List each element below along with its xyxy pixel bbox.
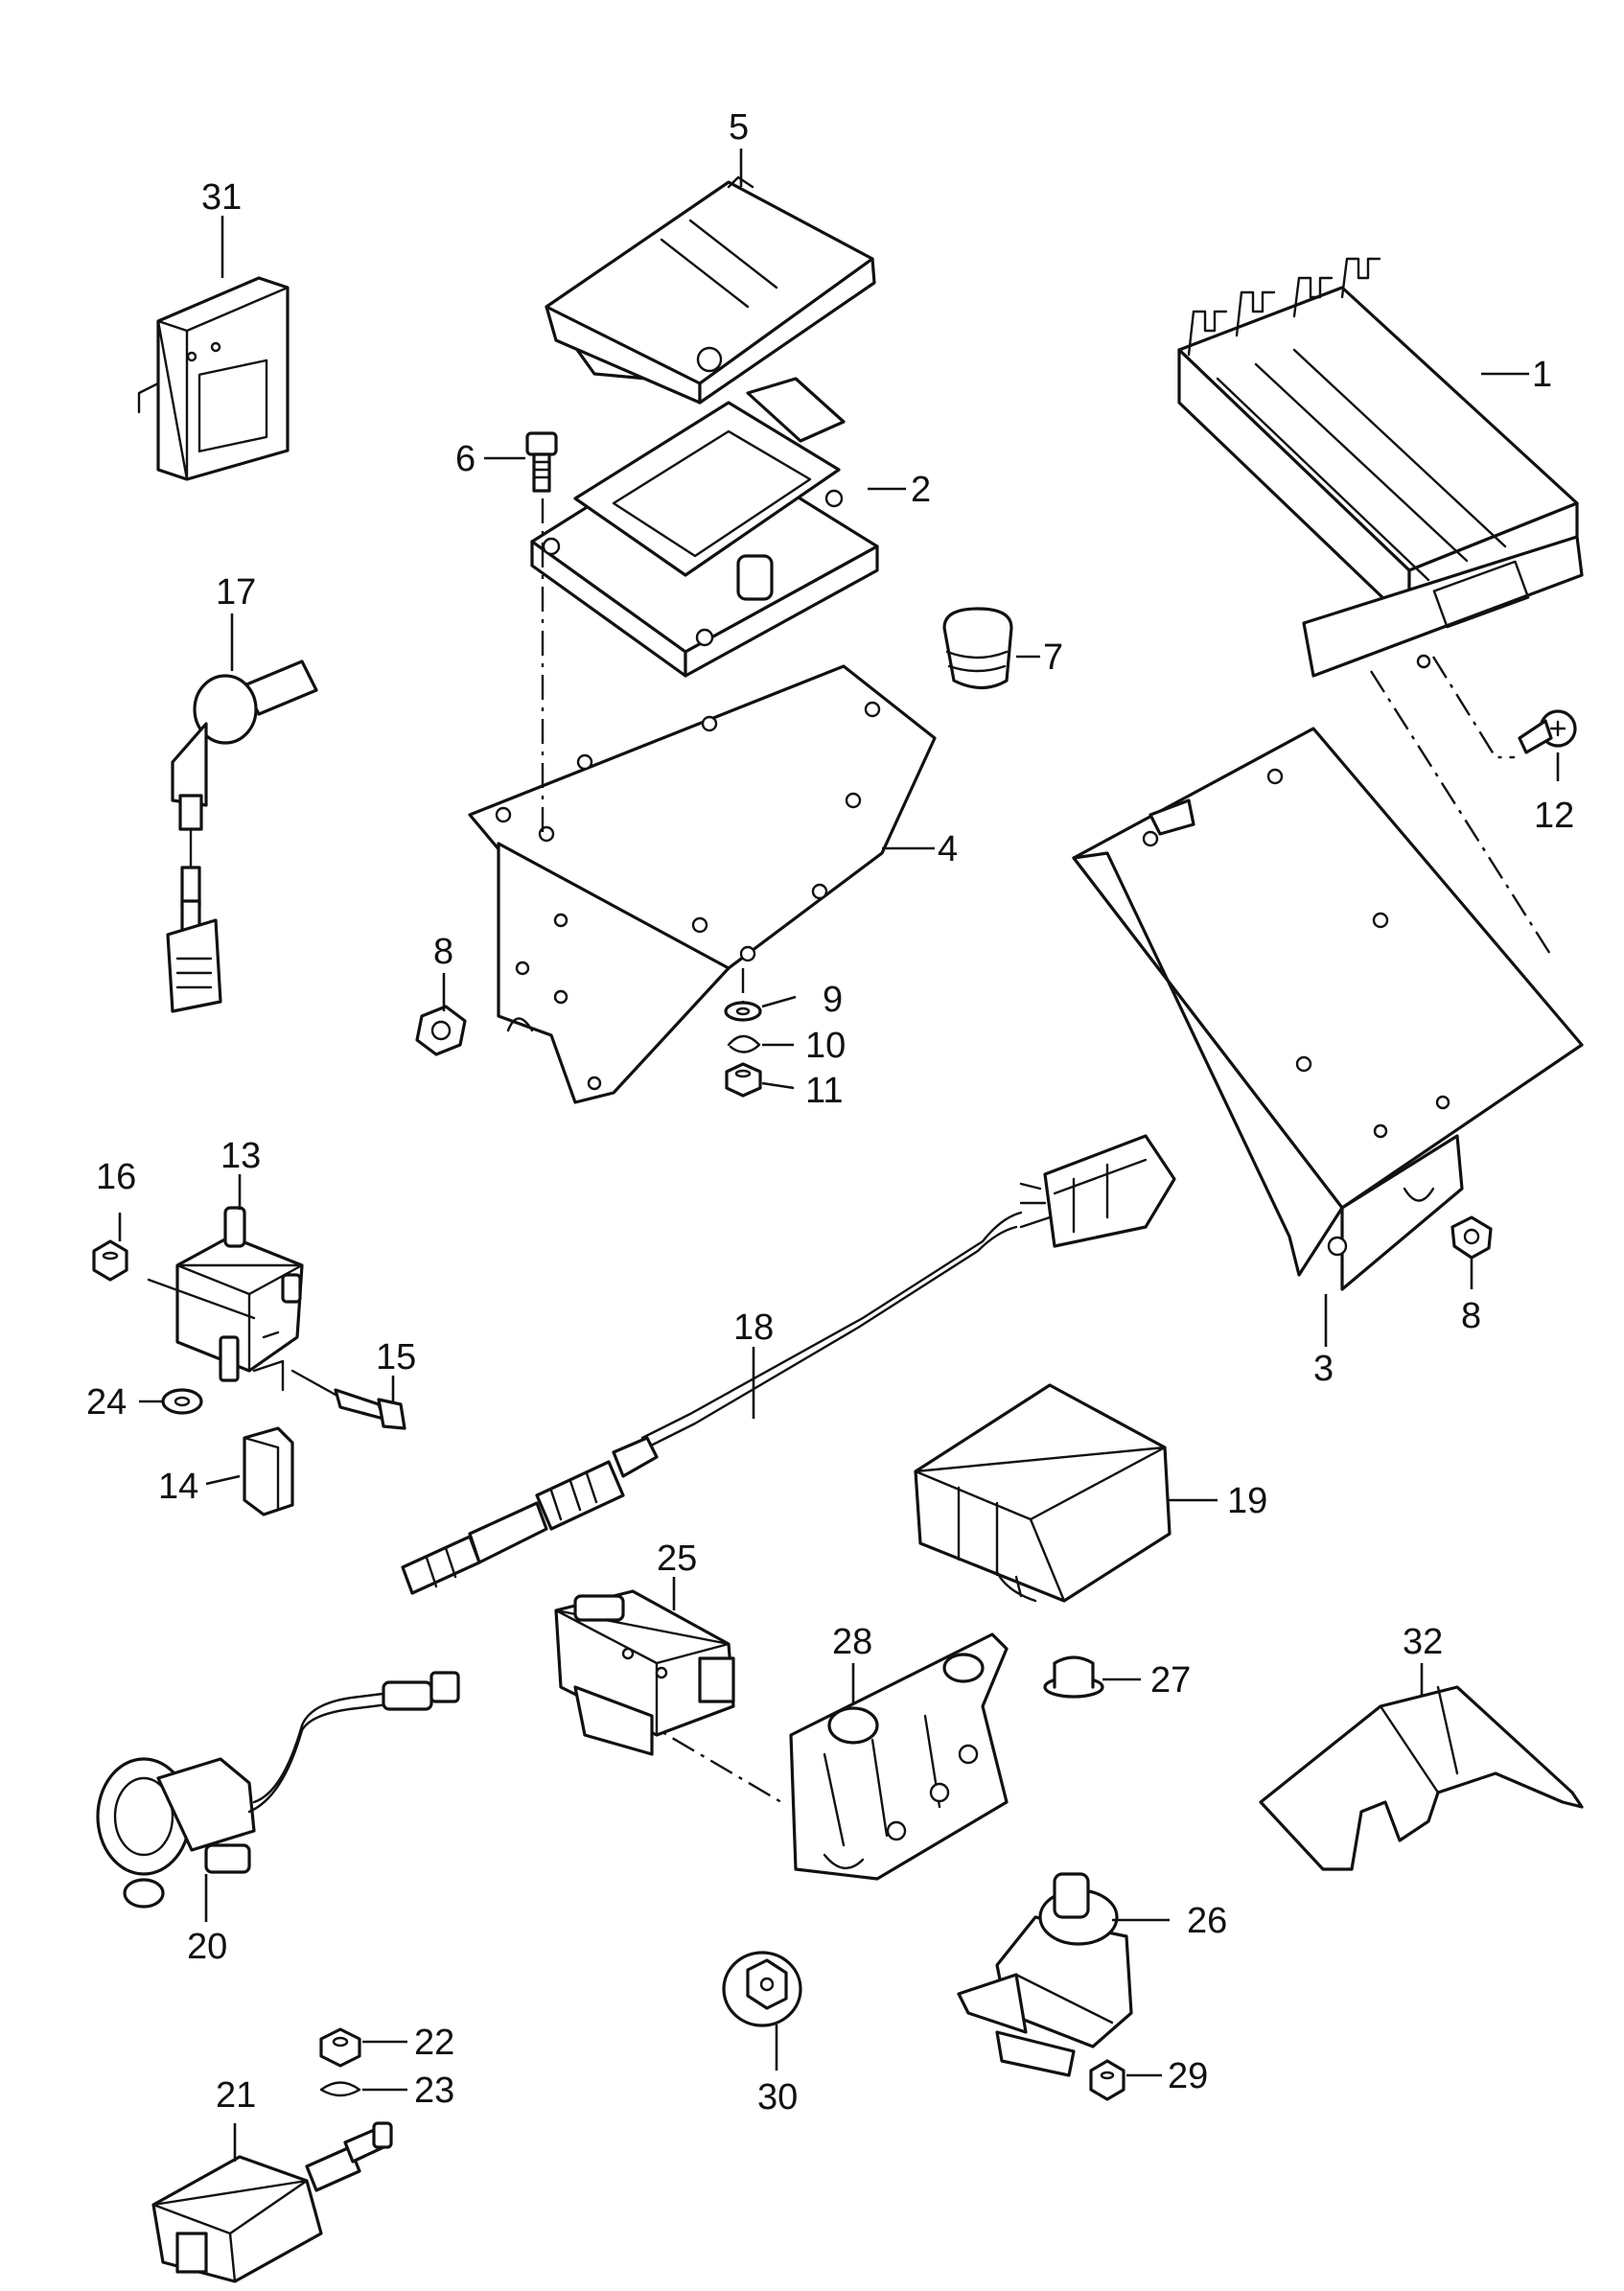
callout-labels: 1 2 3 4 5 6 7 8 8 9 10 11 12 13 14 15 16… (86, 107, 1574, 2117)
callout-24: 24 (86, 1382, 127, 1423)
callout-20: 20 (187, 1927, 227, 1967)
part-20-vacuum-unit (96, 1671, 460, 1909)
part-6-bolt (525, 431, 558, 493)
part-8-nut-left (415, 1005, 467, 1056)
callout-1: 1 (1532, 355, 1552, 395)
callout-10: 10 (805, 1026, 846, 1066)
callout-19: 19 (1227, 1481, 1267, 1521)
alignment-lines (541, 498, 1555, 1804)
callout-7: 7 (1043, 637, 1063, 678)
callout-16: 16 (96, 1157, 136, 1197)
part-15-bolt (290, 1369, 406, 1430)
callout-32: 32 (1403, 1622, 1443, 1662)
callout-27: 27 (1150, 1660, 1191, 1701)
callout-23: 23 (414, 2071, 454, 2111)
part-12-screw (1518, 709, 1577, 754)
part-30-flange-nut (722, 1951, 802, 2027)
part-8-nut-right (1450, 1215, 1493, 1260)
part-11-nut (725, 1062, 762, 1098)
part-31-module (137, 276, 290, 481)
part-21-switch (151, 2121, 393, 2283)
part-32-cover (1259, 1685, 1584, 1871)
part-19-relay-box (914, 1383, 1172, 1603)
callout-8-right: 8 (1461, 1296, 1481, 1336)
leader-lines (118, 149, 1560, 2162)
part-5-cover (545, 175, 876, 405)
part-17-sensor (166, 660, 318, 1013)
part-24-washer (161, 1388, 203, 1415)
callout-26: 26 (1187, 1901, 1227, 1941)
callout-29: 29 (1168, 2056, 1208, 2096)
callout-2: 2 (911, 470, 931, 510)
part-4-bracket (468, 664, 937, 1104)
callout-6: 6 (455, 439, 476, 479)
callout-18: 18 (733, 1307, 774, 1348)
callout-15: 15 (376, 1337, 416, 1377)
part-23-washer (319, 2081, 361, 2097)
part-3-bracket (1072, 727, 1584, 1291)
callout-11: 11 (805, 1071, 843, 1111)
part-22-nut (319, 2027, 361, 2068)
callout-25: 25 (657, 1539, 697, 1579)
callout-13: 13 (220, 1136, 261, 1176)
part-26-valve (957, 1872, 1133, 2077)
callout-30: 30 (757, 2077, 798, 2117)
callout-8-left: 8 (433, 932, 453, 972)
part-18-oxygen-sensor (401, 1134, 1176, 1595)
part-7-cap (942, 607, 1013, 690)
part-13-valve (147, 1206, 304, 1392)
part-29-nut (1089, 2059, 1125, 2101)
callout-22: 22 (414, 2023, 454, 2063)
part-27-grommet (1043, 1655, 1104, 1699)
part-2-housing (530, 377, 879, 678)
part-9-washer (724, 1001, 762, 1022)
callout-4: 4 (938, 829, 958, 869)
callout-28: 28 (832, 1622, 872, 1662)
callout-12: 12 (1534, 796, 1574, 836)
callout-21: 21 (216, 2075, 256, 2116)
callout-14: 14 (158, 1467, 198, 1507)
callout-9: 9 (823, 980, 843, 1020)
callout-5: 5 (729, 107, 749, 148)
part-14-connector (243, 1426, 294, 1516)
part-16-nut (92, 1239, 128, 1282)
callout-3: 3 (1313, 1349, 1334, 1389)
callout-31: 31 (201, 177, 242, 218)
callout-17: 17 (216, 572, 256, 613)
part-10-spring-washer (727, 1034, 761, 1053)
part-1-control-unit (1177, 257, 1584, 678)
part-28-bracket (789, 1632, 1009, 1881)
part-25-converter (554, 1589, 735, 1756)
